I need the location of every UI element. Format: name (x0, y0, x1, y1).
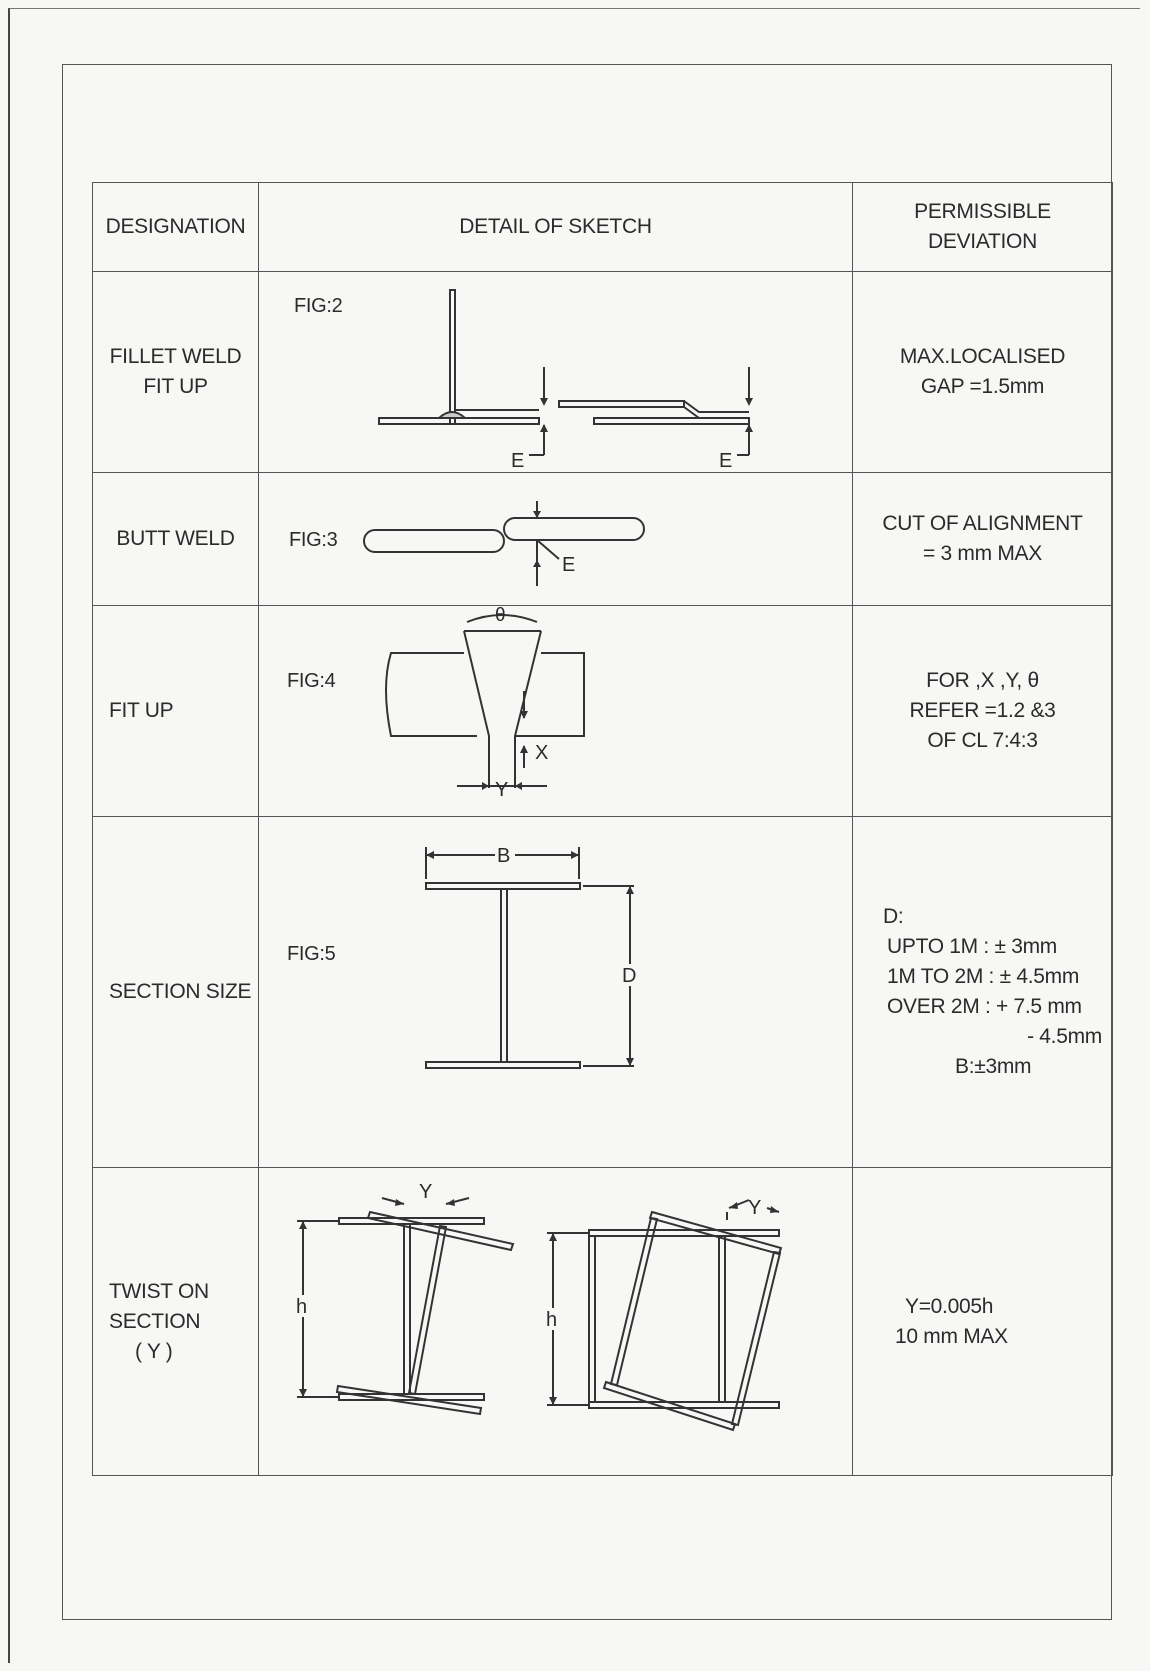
deviation-cell: Y=0.005h 10 mm MAX (852, 1167, 1113, 1476)
designation-cell: SECTION SIZE (92, 816, 259, 1168)
sketch-cell: FIG:4 (258, 605, 853, 817)
e-label: E (719, 450, 732, 472)
sketch-cell: Y h Y h (258, 1167, 853, 1476)
designation-cell: FIT UP (92, 605, 259, 817)
deviation-cell: MAX.LOCALISED GAP =1.5mm (852, 271, 1113, 473)
theta-label: θ (495, 606, 505, 626)
h-label: h (546, 1309, 557, 1331)
table-row: FILLET WELD FIT UP FIG:2 (92, 271, 1113, 473)
deviation-cell: FOR ,X ,Y, θ REFER =1.2 &3 OF CL 7:4:3 (852, 605, 1113, 817)
designation-cell: TWIST ON SECTION ( Y ) (92, 1167, 259, 1476)
twist-section-sketch: Y h Y h (295, 1181, 783, 1432)
fillet-weld-sketch: FIG:2 (294, 289, 753, 472)
fig-label: FIG:5 (287, 943, 336, 965)
b-label: B (497, 845, 510, 867)
header-row: DESIGNATION DETAIL OF SKETCH PERMISSIBLE… (92, 182, 1113, 272)
y-label: Y (748, 1197, 761, 1219)
header-deviation: PERMISSIBLE DEVIATION (852, 182, 1113, 272)
fit-up-sketch: FIG:4 (287, 606, 585, 801)
deviation-cell: D: UPTO 1M : ± 3mm 1M TO 2M : ± 4.5mm OV… (852, 816, 1113, 1168)
y-label: Y (419, 1181, 432, 1203)
header-designation: DESIGNATION (92, 182, 259, 272)
designation-cell: FILLET WELD FIT UP (92, 271, 259, 473)
sheet-border (8, 8, 1140, 1663)
e-label: E (562, 554, 575, 576)
table-row: TWIST ON SECTION ( Y ) (92, 1167, 1113, 1476)
butt-weld-sketch: FIG:3 E (289, 501, 645, 586)
tolerance-table: DESIGNATION DETAIL OF SKETCH PERMISSIBLE… (92, 182, 1113, 1476)
table-row: BUTT WELD FIG:3 E CUT OF ALIGNM (92, 472, 1113, 606)
y-label: Y (495, 779, 508, 801)
section-size-sketch: FIG:5 (287, 845, 639, 1069)
e-label: E (511, 450, 524, 472)
fig-label: FIG:2 (294, 295, 343, 317)
designation-cell: BUTT WELD (92, 472, 259, 606)
h-label: h (296, 1296, 307, 1318)
header-detail: DETAIL OF SKETCH (258, 182, 853, 272)
sketch-cell: FIG:3 E (258, 472, 853, 606)
deviation-cell: CUT OF ALIGNMENT = 3 mm MAX (852, 472, 1113, 606)
sketch-cell: FIG:2 (258, 271, 853, 473)
sketch-cell: FIG:5 (258, 816, 853, 1168)
x-label: X (535, 742, 548, 764)
fig-label: FIG:4 (287, 670, 336, 692)
fig-label: FIG:3 (289, 529, 338, 551)
table-row: SECTION SIZE FIG:5 (92, 816, 1113, 1168)
table-row: FIT UP FIG:4 (92, 605, 1113, 817)
d-label: D (622, 965, 636, 987)
